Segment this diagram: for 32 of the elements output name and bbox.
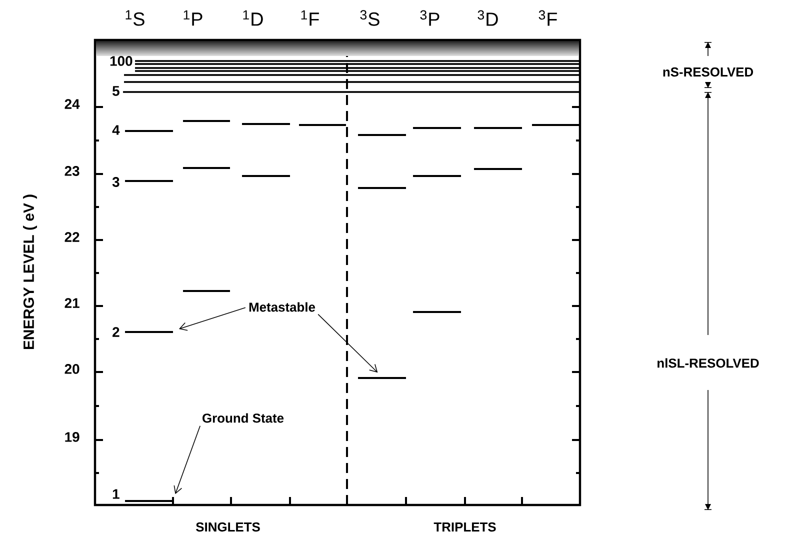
column-heading: $^{1}$S	[126, 10, 144, 26]
tick-label: 21	[64, 298, 80, 308]
column-heading: $^{3}$P	[420, 10, 440, 26]
tick-label: 20	[64, 364, 80, 374]
group-label: SINGLETS	[196, 522, 260, 532]
group-label: TRIPLETS	[434, 522, 496, 532]
axis-title: ENERGY LEVEL ( eV )	[23, 194, 37, 350]
range-label: nlSL-RESOLVED	[658, 358, 759, 368]
column-heading: $^{1}$P	[184, 10, 202, 26]
tick-label: 23	[64, 166, 80, 176]
annotation-text: Ground State	[202, 413, 284, 423]
energy-level-line	[125, 500, 173, 502]
tick-label: 19	[65, 432, 80, 442]
column-heading: $^{1}$D	[243, 10, 263, 26]
energy-level-line	[125, 331, 173, 333]
energy-level-line	[358, 377, 406, 379]
level-number: 4	[112, 125, 120, 135]
column-heading: $^{1}$F	[301, 10, 319, 26]
level-number: 1	[112, 489, 120, 499]
column-heading: $^{3}$S	[360, 10, 380, 26]
level-number: 100	[110, 56, 132, 66]
leader-arrow	[318, 314, 378, 373]
leader-arrow	[178, 307, 246, 331]
leader-arrow	[174, 425, 201, 494]
range-label: nS-RESOLVED	[663, 67, 754, 77]
tick-label: 22	[64, 232, 80, 242]
level-number: 5	[112, 86, 120, 96]
column-heading: $^{3}$D	[478, 10, 498, 26]
level-number: 3	[112, 177, 120, 187]
annotation-text: Metastable	[249, 302, 316, 312]
column-heading: $^{3}$F	[538, 10, 557, 26]
tick-label: 24	[64, 99, 80, 109]
